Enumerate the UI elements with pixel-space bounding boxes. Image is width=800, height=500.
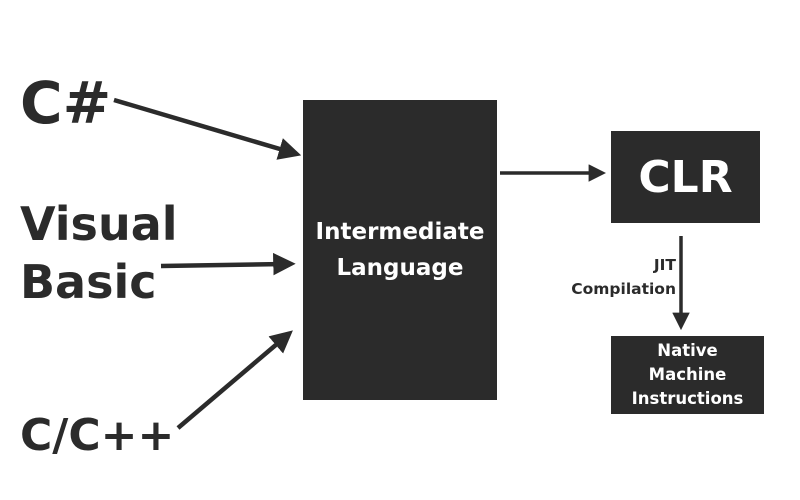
clr-box: CLR	[611, 131, 760, 223]
native-machine-instructions-line-2: Machine	[648, 365, 727, 384]
language-csharp-label: C#	[20, 69, 112, 137]
native-machine-instructions-box: Native Machine Instructions	[611, 336, 764, 414]
intermediate-language-box: Intermediate Language	[303, 100, 497, 400]
intermediate-language-line-2: Language	[336, 255, 464, 281]
jit-compilation-label: JIT Compilation	[571, 253, 676, 301]
native-machine-instructions-line-3: Instructions	[631, 389, 744, 408]
clr-label: CLR	[638, 151, 733, 203]
jit-compilation-line-2: Compilation	[571, 280, 676, 298]
intermediate-language-line-1: Intermediate	[315, 219, 485, 245]
jit-compilation-line-1: JIT	[653, 256, 676, 274]
language-cpp-label: C/C++	[20, 410, 175, 461]
arrow-cpp-to-il	[176, 330, 293, 430]
native-machine-instructions-line-1: Native	[657, 341, 718, 360]
arrow-csharp-to-il	[113, 97, 302, 160]
language-visual-basic-label: Visual Basic	[20, 195, 178, 311]
arrow-vb-to-il	[160, 252, 296, 276]
language-visual-basic-line-1: Visual	[20, 197, 178, 251]
language-visual-basic-line-2: Basic	[20, 255, 157, 309]
